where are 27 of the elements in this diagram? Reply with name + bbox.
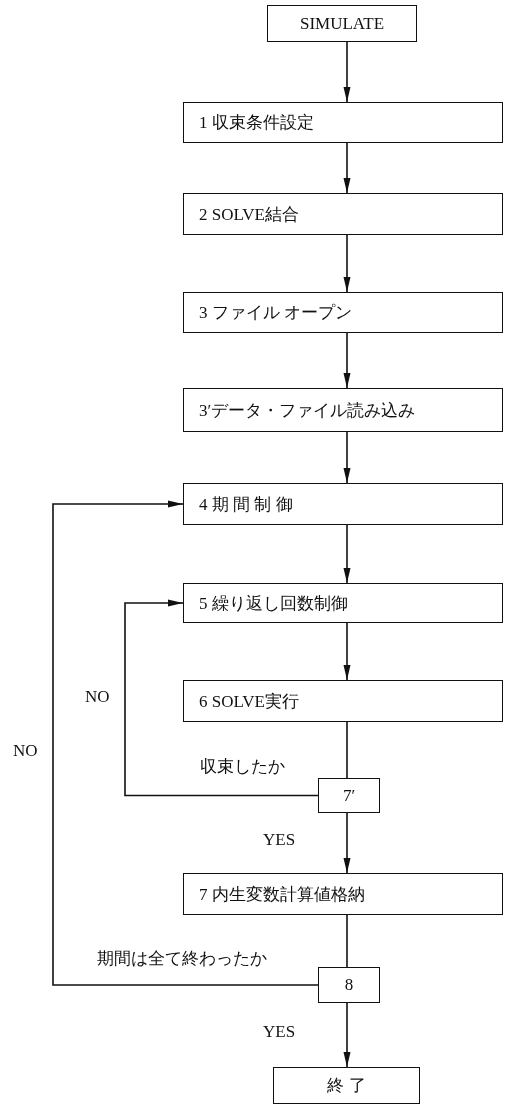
arrow — [124, 599, 319, 797]
arrow — [343, 142, 351, 194]
arrow — [52, 500, 319, 986]
process-box: 4 期 間 制 御 — [183, 483, 503, 525]
decision-box: 8 — [318, 967, 380, 1003]
arrow — [343, 622, 351, 681]
arrow — [343, 234, 351, 293]
start-box: SIMULATE — [267, 5, 417, 42]
process-box: 2 SOLVE結合 — [183, 193, 503, 235]
arrow — [343, 41, 351, 103]
connector-line — [346, 914, 348, 968]
process-box: 5 繰り返し回数制御 — [183, 583, 503, 623]
connector-line — [346, 721, 348, 779]
process-box: 1 収束条件設定 — [183, 102, 503, 143]
end-box: 終 了 — [273, 1067, 420, 1104]
arrow — [343, 431, 351, 484]
process-box: 3 ファイル オープン — [183, 292, 503, 333]
arrow — [343, 812, 351, 874]
process-box: 6 SOLVE実行 — [183, 680, 503, 722]
process-box: 3′データ・ファイル読み込み — [183, 388, 503, 432]
arrow — [343, 524, 351, 584]
process-box: 7 内生変数計算値格納 — [183, 873, 503, 915]
question-label: 収束したか — [200, 758, 285, 777]
arrow — [343, 1002, 351, 1068]
arrow — [343, 332, 351, 389]
question-label: 期間は全て終わったか — [97, 950, 267, 969]
decision-box: 7′ — [318, 778, 380, 813]
